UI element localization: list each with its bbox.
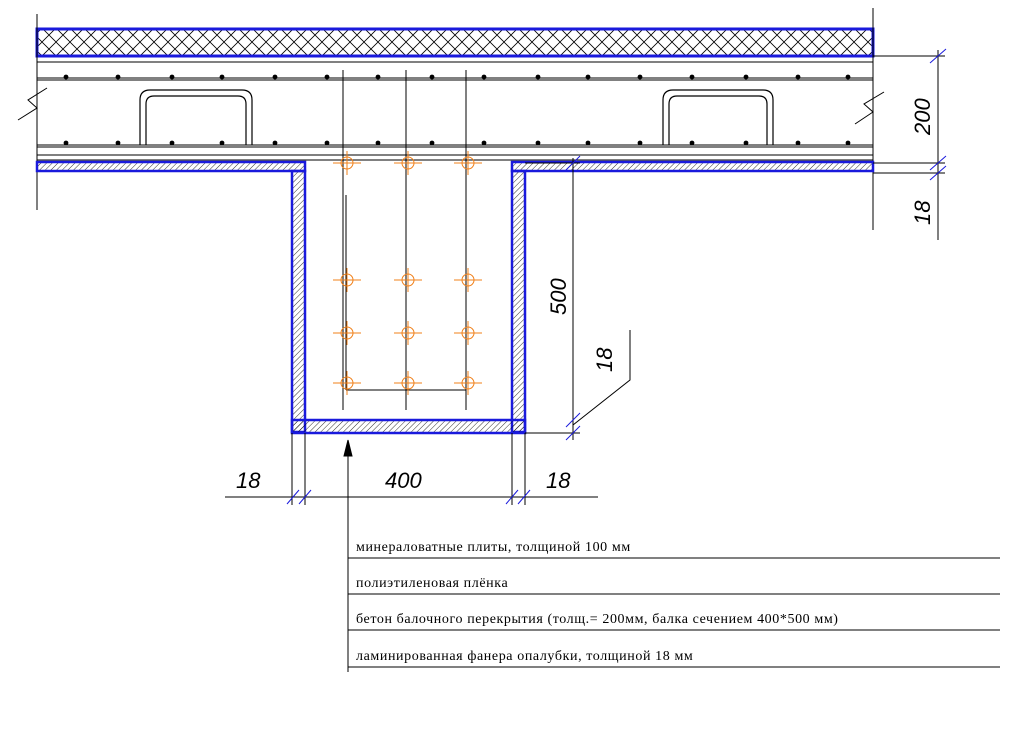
dim-slab-thickness: 200	[910, 98, 935, 136]
beam-rebar-lines	[342, 70, 467, 410]
rebar-dot	[429, 74, 435, 80]
rebar-dot	[429, 140, 435, 146]
rebar-dot	[375, 74, 381, 80]
rebar-dot	[845, 140, 851, 146]
rebar-dot	[272, 74, 278, 80]
rebar-dot	[743, 140, 749, 146]
rebar-dot	[115, 140, 121, 146]
rebar-mark	[454, 268, 482, 292]
dim-left-formwork: 18	[236, 468, 261, 493]
rebar-dot	[689, 74, 695, 80]
formwork	[35, 160, 875, 435]
rebar-mark	[333, 268, 361, 292]
rebar-dot	[169, 74, 175, 80]
rebar-dot	[743, 74, 749, 80]
beam-rebar-marks	[333, 151, 482, 395]
rebar-dot	[481, 74, 487, 80]
rebar-dot	[63, 140, 69, 146]
rebar-mark	[394, 321, 422, 345]
rebar-dot	[115, 74, 121, 80]
rebar-mark	[333, 321, 361, 345]
rebar-mark	[454, 151, 482, 175]
rebar-dot	[219, 74, 225, 80]
rebar-dot	[795, 140, 801, 146]
rebar-dot	[845, 74, 851, 80]
rebar-dot	[324, 140, 330, 146]
dim-formwork-top: 18	[910, 200, 935, 225]
dim-right-formwork: 18	[546, 468, 571, 493]
legend-item-concrete: бетон балочного перекрытия (толщ.= 200мм…	[356, 612, 839, 627]
rebar-mark	[454, 371, 482, 395]
legend	[348, 557, 1000, 668]
rebar-dot	[63, 74, 69, 80]
rebar-dot	[219, 140, 225, 146]
dim-beam-height: 500	[546, 278, 571, 315]
legend-item-plywood: ламинированная фанера опалубки, толщиной…	[356, 649, 693, 664]
rebar-mark	[454, 321, 482, 345]
rebar-dot	[375, 140, 381, 146]
slab-outline	[17, 8, 885, 230]
rebar-dot	[637, 140, 643, 146]
rebar-dot	[272, 140, 278, 146]
rebar-mark	[394, 371, 422, 395]
dim-beam-width: 400	[385, 468, 422, 493]
legend-item-polyethylene-film: полиэтиленовая плёнка	[356, 576, 508, 591]
rebar-dot	[795, 74, 801, 80]
rebar-dot	[585, 74, 591, 80]
rebar-dot	[585, 140, 591, 146]
rebar-dot	[169, 140, 175, 146]
dim-formwork-side: 18	[592, 347, 617, 372]
rebar-mark	[333, 371, 361, 395]
rebar-mark	[394, 268, 422, 292]
slab-stirrups	[139, 89, 774, 145]
rebar-dot	[324, 74, 330, 80]
rebar-mark	[333, 151, 361, 175]
legend-item-mineral-wool: минераловатные плиты, толщиной 100 мм	[356, 540, 631, 555]
rebar-dot	[637, 74, 643, 80]
legend-leader	[343, 439, 353, 672]
dimension-lines	[225, 48, 947, 505]
slab-rebar-dots	[63, 74, 851, 146]
rebar-dot	[535, 74, 541, 80]
mineral-wool-layer	[35, 27, 875, 58]
rebar-dot	[481, 140, 487, 146]
rebar-mark	[394, 151, 422, 175]
rebar-dot	[689, 140, 695, 146]
rebar-dot	[535, 140, 541, 146]
